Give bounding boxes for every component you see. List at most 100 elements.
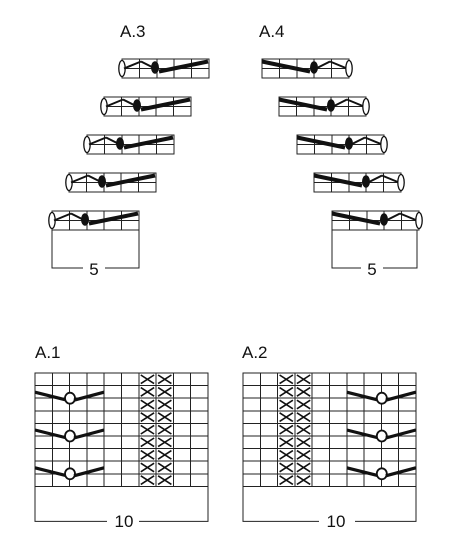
purl-cross-icon bbox=[140, 399, 155, 410]
a3-long-slant-icon bbox=[123, 135, 174, 150]
a4-ssk-icon bbox=[364, 136, 383, 146]
a2-motif-yarnover-icon bbox=[375, 467, 388, 481]
a1-motif-right-slant-icon bbox=[73, 428, 105, 440]
a2-motif-right-slant-icon bbox=[385, 428, 417, 440]
a3-k2tog-icon bbox=[123, 60, 142, 70]
purl-cross-icon bbox=[296, 462, 311, 473]
purl-cross-icon bbox=[296, 399, 311, 410]
a3-bobble-icon bbox=[98, 175, 106, 188]
a4-repeat-bracket bbox=[331, 230, 418, 269]
purl-cross-icon bbox=[140, 437, 155, 448]
a4-bracket-left bbox=[331, 230, 361, 269]
a4-bobble-icon bbox=[310, 61, 318, 74]
a4-k2tog-icon bbox=[350, 136, 366, 146]
a4-bobble-icon bbox=[362, 175, 370, 188]
a4-k2tog-icon bbox=[332, 98, 348, 108]
purl-cross-icon bbox=[279, 386, 294, 397]
a4-yarnover-icon bbox=[397, 173, 405, 192]
purl-cross-icon bbox=[279, 424, 294, 435]
a1-motif-right-slant-icon bbox=[73, 390, 105, 402]
a3-k2tog-icon bbox=[70, 174, 89, 184]
a4-k2tog-icon bbox=[367, 174, 383, 184]
a4-grid-block bbox=[261, 58, 350, 79]
a4-grid-block bbox=[296, 134, 385, 155]
a2-motif-yarnover-icon bbox=[375, 391, 388, 405]
purl-cross-icon bbox=[157, 424, 172, 435]
chart-a4-title: A.4 bbox=[259, 22, 285, 41]
a2-repeat-bracket bbox=[242, 486, 417, 522]
purl-cross-icon bbox=[157, 475, 172, 486]
chart-a1-repeat-label: 10 bbox=[115, 512, 134, 531]
a2-bracket-left bbox=[242, 486, 319, 522]
a3-bracket-right bbox=[105, 230, 140, 269]
a4-bobble-icon bbox=[380, 213, 388, 226]
purl-cross-icon bbox=[157, 399, 172, 410]
a4-bobble-icon bbox=[327, 99, 335, 112]
a4-yarnover-icon bbox=[415, 211, 423, 230]
purl-cross-icon bbox=[279, 399, 294, 410]
purl-cross-icon bbox=[296, 449, 311, 460]
a3-bobble-icon bbox=[151, 61, 159, 74]
a4-k2tog-icon bbox=[315, 60, 331, 70]
a1-bracket-right bbox=[139, 486, 209, 522]
a2-bracket-right bbox=[355, 486, 417, 522]
purl-cross-icon bbox=[157, 462, 172, 473]
a4-ssk-icon bbox=[399, 212, 418, 222]
a4-long-slant-icon bbox=[261, 59, 311, 74]
a4-grid-block bbox=[313, 172, 402, 193]
purl-cross-icon bbox=[140, 412, 155, 423]
a1-bracket-left bbox=[34, 486, 107, 522]
a1-motif-right-slant-icon bbox=[73, 466, 105, 478]
a4-yarnover-icon bbox=[345, 59, 353, 78]
a1-motif-yarnover-icon bbox=[64, 467, 76, 481]
a4-bracket-right bbox=[383, 230, 418, 269]
purl-cross-icon bbox=[279, 412, 294, 423]
purl-cross-icon bbox=[157, 437, 172, 448]
a1-repeat-bracket bbox=[34, 486, 209, 522]
a4-grid-block bbox=[278, 96, 367, 117]
a1-motif-left-slant-icon bbox=[34, 428, 68, 440]
a3-long-slant-icon bbox=[88, 211, 139, 226]
purl-cross-icon bbox=[140, 386, 155, 397]
purl-cross-icon bbox=[279, 374, 294, 385]
a2-motif-left-slant-icon bbox=[346, 390, 380, 402]
a3-bobble-icon bbox=[81, 213, 89, 226]
a2-grid bbox=[242, 372, 417, 487]
a2-motif-right-slant-icon bbox=[385, 390, 417, 402]
a4-yarnover-icon bbox=[380, 135, 388, 154]
purl-cross-icon bbox=[296, 412, 311, 423]
purl-cross-icon bbox=[140, 475, 155, 486]
a1-motif-left-slant-icon bbox=[34, 390, 68, 402]
a3-bracket-left bbox=[51, 230, 83, 269]
a1-motif-left-slant-icon bbox=[34, 466, 68, 478]
a1-grid bbox=[34, 372, 209, 487]
purl-cross-icon bbox=[157, 412, 172, 423]
purl-cross-icon bbox=[140, 462, 155, 473]
a3-long-slant-icon bbox=[105, 173, 156, 188]
chart-a3-repeat-label: 5 bbox=[89, 260, 98, 279]
a3-bobble-icon bbox=[133, 99, 141, 112]
a4-ssk-icon bbox=[381, 174, 400, 184]
a2-motif-right-slant-icon bbox=[385, 466, 417, 478]
purl-cross-icon bbox=[157, 374, 172, 385]
purl-cross-icon bbox=[296, 424, 311, 435]
purl-cross-icon bbox=[140, 374, 155, 385]
chart-a2-title: A.2 bbox=[242, 343, 268, 362]
a4-ssk-icon bbox=[346, 98, 365, 108]
purl-cross-icon bbox=[296, 475, 311, 486]
a4-long-slant-icon bbox=[313, 173, 363, 188]
chart-a3-title: A.3 bbox=[120, 22, 146, 41]
a4-yarnover-icon bbox=[362, 97, 370, 116]
purl-cross-icon bbox=[279, 449, 294, 460]
a1-motif-yarnover-icon bbox=[64, 429, 76, 443]
a2-motif-left-slant-icon bbox=[346, 428, 380, 440]
chart-a4-repeat-label: 5 bbox=[367, 260, 376, 279]
a3-bobble-icon bbox=[116, 137, 124, 150]
a3-long-slant-icon bbox=[158, 59, 209, 74]
purl-cross-icon bbox=[140, 424, 155, 435]
purl-cross-icon bbox=[296, 374, 311, 385]
a4-long-slant-icon bbox=[331, 211, 381, 226]
purl-cross-icon bbox=[157, 386, 172, 397]
a4-bobble-icon bbox=[345, 137, 353, 150]
purl-cross-icon bbox=[296, 386, 311, 397]
